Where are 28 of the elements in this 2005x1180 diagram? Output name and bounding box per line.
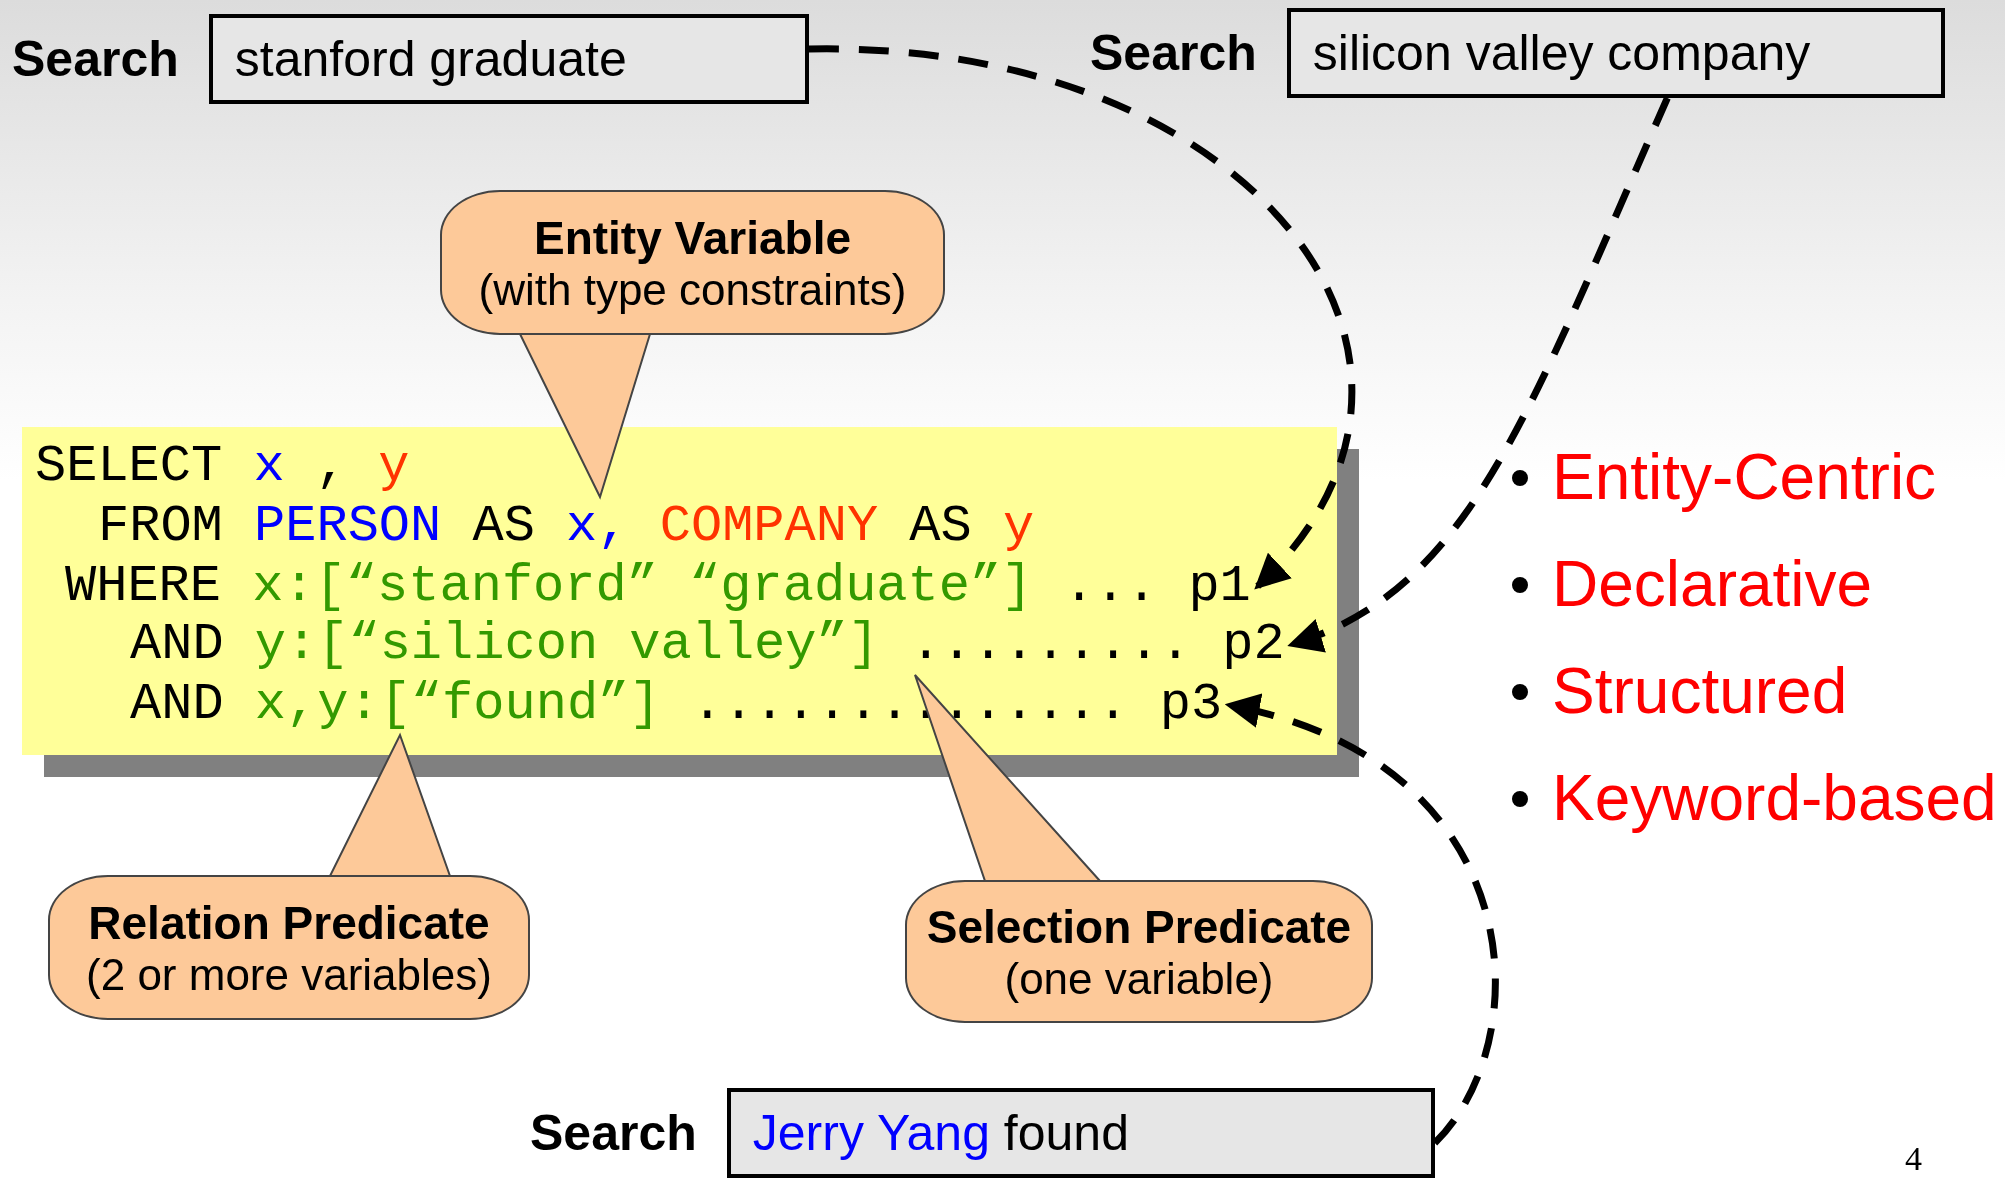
search-label: Search — [530, 1104, 697, 1162]
callout-pointer — [518, 333, 651, 498]
list-item: Structured — [1552, 654, 1848, 728]
list-item: Entity-Centric — [1552, 440, 1937, 514]
callout-pointer — [328, 734, 451, 877]
callout-text: (one variable) — [1004, 953, 1274, 1004]
arrow — [1224, 696, 1499, 1146]
callout-pointer — [914, 674, 1101, 882]
search-label: Search — [12, 30, 179, 88]
callout-text: (with type constraints) — [478, 264, 907, 315]
search-field: Jerry Yang found — [726, 1088, 1435, 1178]
search-field: silicon valley company — [1286, 8, 1945, 98]
callout-title: Entity Variable — [534, 210, 851, 265]
callout-text: (2 or more variables) — [86, 949, 492, 1000]
callout-title: Selection Predicate — [926, 899, 1352, 954]
arrow — [1287, 96, 1671, 651]
callout-bubble — [905, 880, 1373, 1023]
search-field: stanford graduate — [208, 14, 809, 104]
list-item: Keyword-based — [1552, 761, 1997, 835]
page-number: 4 — [1905, 1140, 1922, 1178]
code-line: SELECT x , y — [35, 437, 410, 497]
search-label: Search — [1090, 24, 1257, 82]
arrow — [808, 45, 1355, 590]
code-line: FROM PERSON AS x, COMPANY AS y — [98, 497, 1035, 557]
code-line: AND y:[“silicon valley”] ......... p2 — [130, 615, 1285, 675]
callout-title: Relation Predicate — [88, 895, 490, 950]
code-line: WHERE x:[“stanford” “graduate”] ... p1 — [65, 557, 1251, 617]
list-item: Declarative — [1552, 547, 1873, 621]
